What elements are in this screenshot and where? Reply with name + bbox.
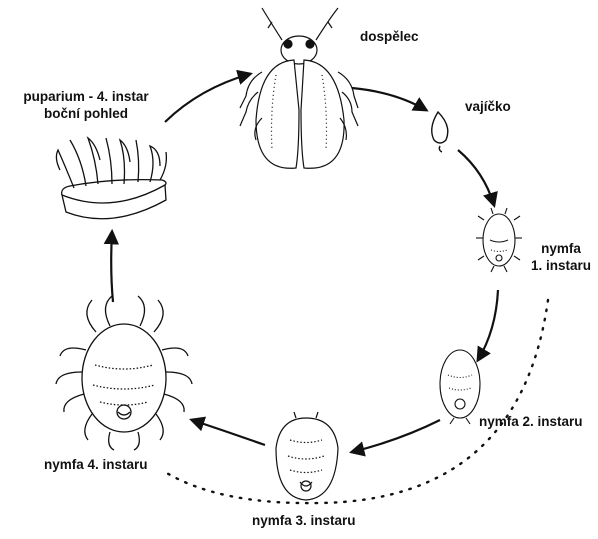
label-puparium: puparium - 4. instar boční pohled [6, 88, 166, 122]
label-nymph3: nymfa 3. instaru [252, 512, 356, 529]
arrow-nymph1-to-nymph2 [478, 290, 498, 360]
label-nymph2: nymfa 2. instaru [479, 413, 583, 430]
arrow-nymph4-to-puparium [111, 232, 113, 302]
arrow-nymph3-to-nymph4 [192, 420, 265, 445]
label-adult: dospělec [360, 28, 419, 45]
arrow-nymph2-to-nymph3 [352, 420, 440, 452]
nymph3-illustration [276, 412, 338, 500]
label-nymph1-line2: 1. instaru [525, 257, 597, 274]
arrow-adult-to-egg [352, 88, 426, 110]
label-nymph1: nymfa 1. instaru [525, 240, 597, 274]
nymph4-illustration [56, 296, 192, 450]
label-egg: vajíčko [465, 98, 511, 115]
nymph1-illustration [476, 208, 522, 272]
arrow-egg-to-nymph1 [458, 150, 494, 205]
label-puparium-line1: puparium - 4. instar [6, 88, 166, 105]
label-nymph4: nymfa 4. instaru [44, 456, 148, 473]
label-nymph1-line1: nymfa [525, 240, 597, 257]
puparium-illustration [56, 138, 166, 219]
nymph2-illustration [440, 350, 480, 424]
arrow-puparium-to-adult [165, 74, 250, 122]
label-puparium-line2: boční pohled [6, 105, 166, 122]
egg-illustration [432, 112, 448, 152]
adult-illustration [240, 8, 358, 168]
